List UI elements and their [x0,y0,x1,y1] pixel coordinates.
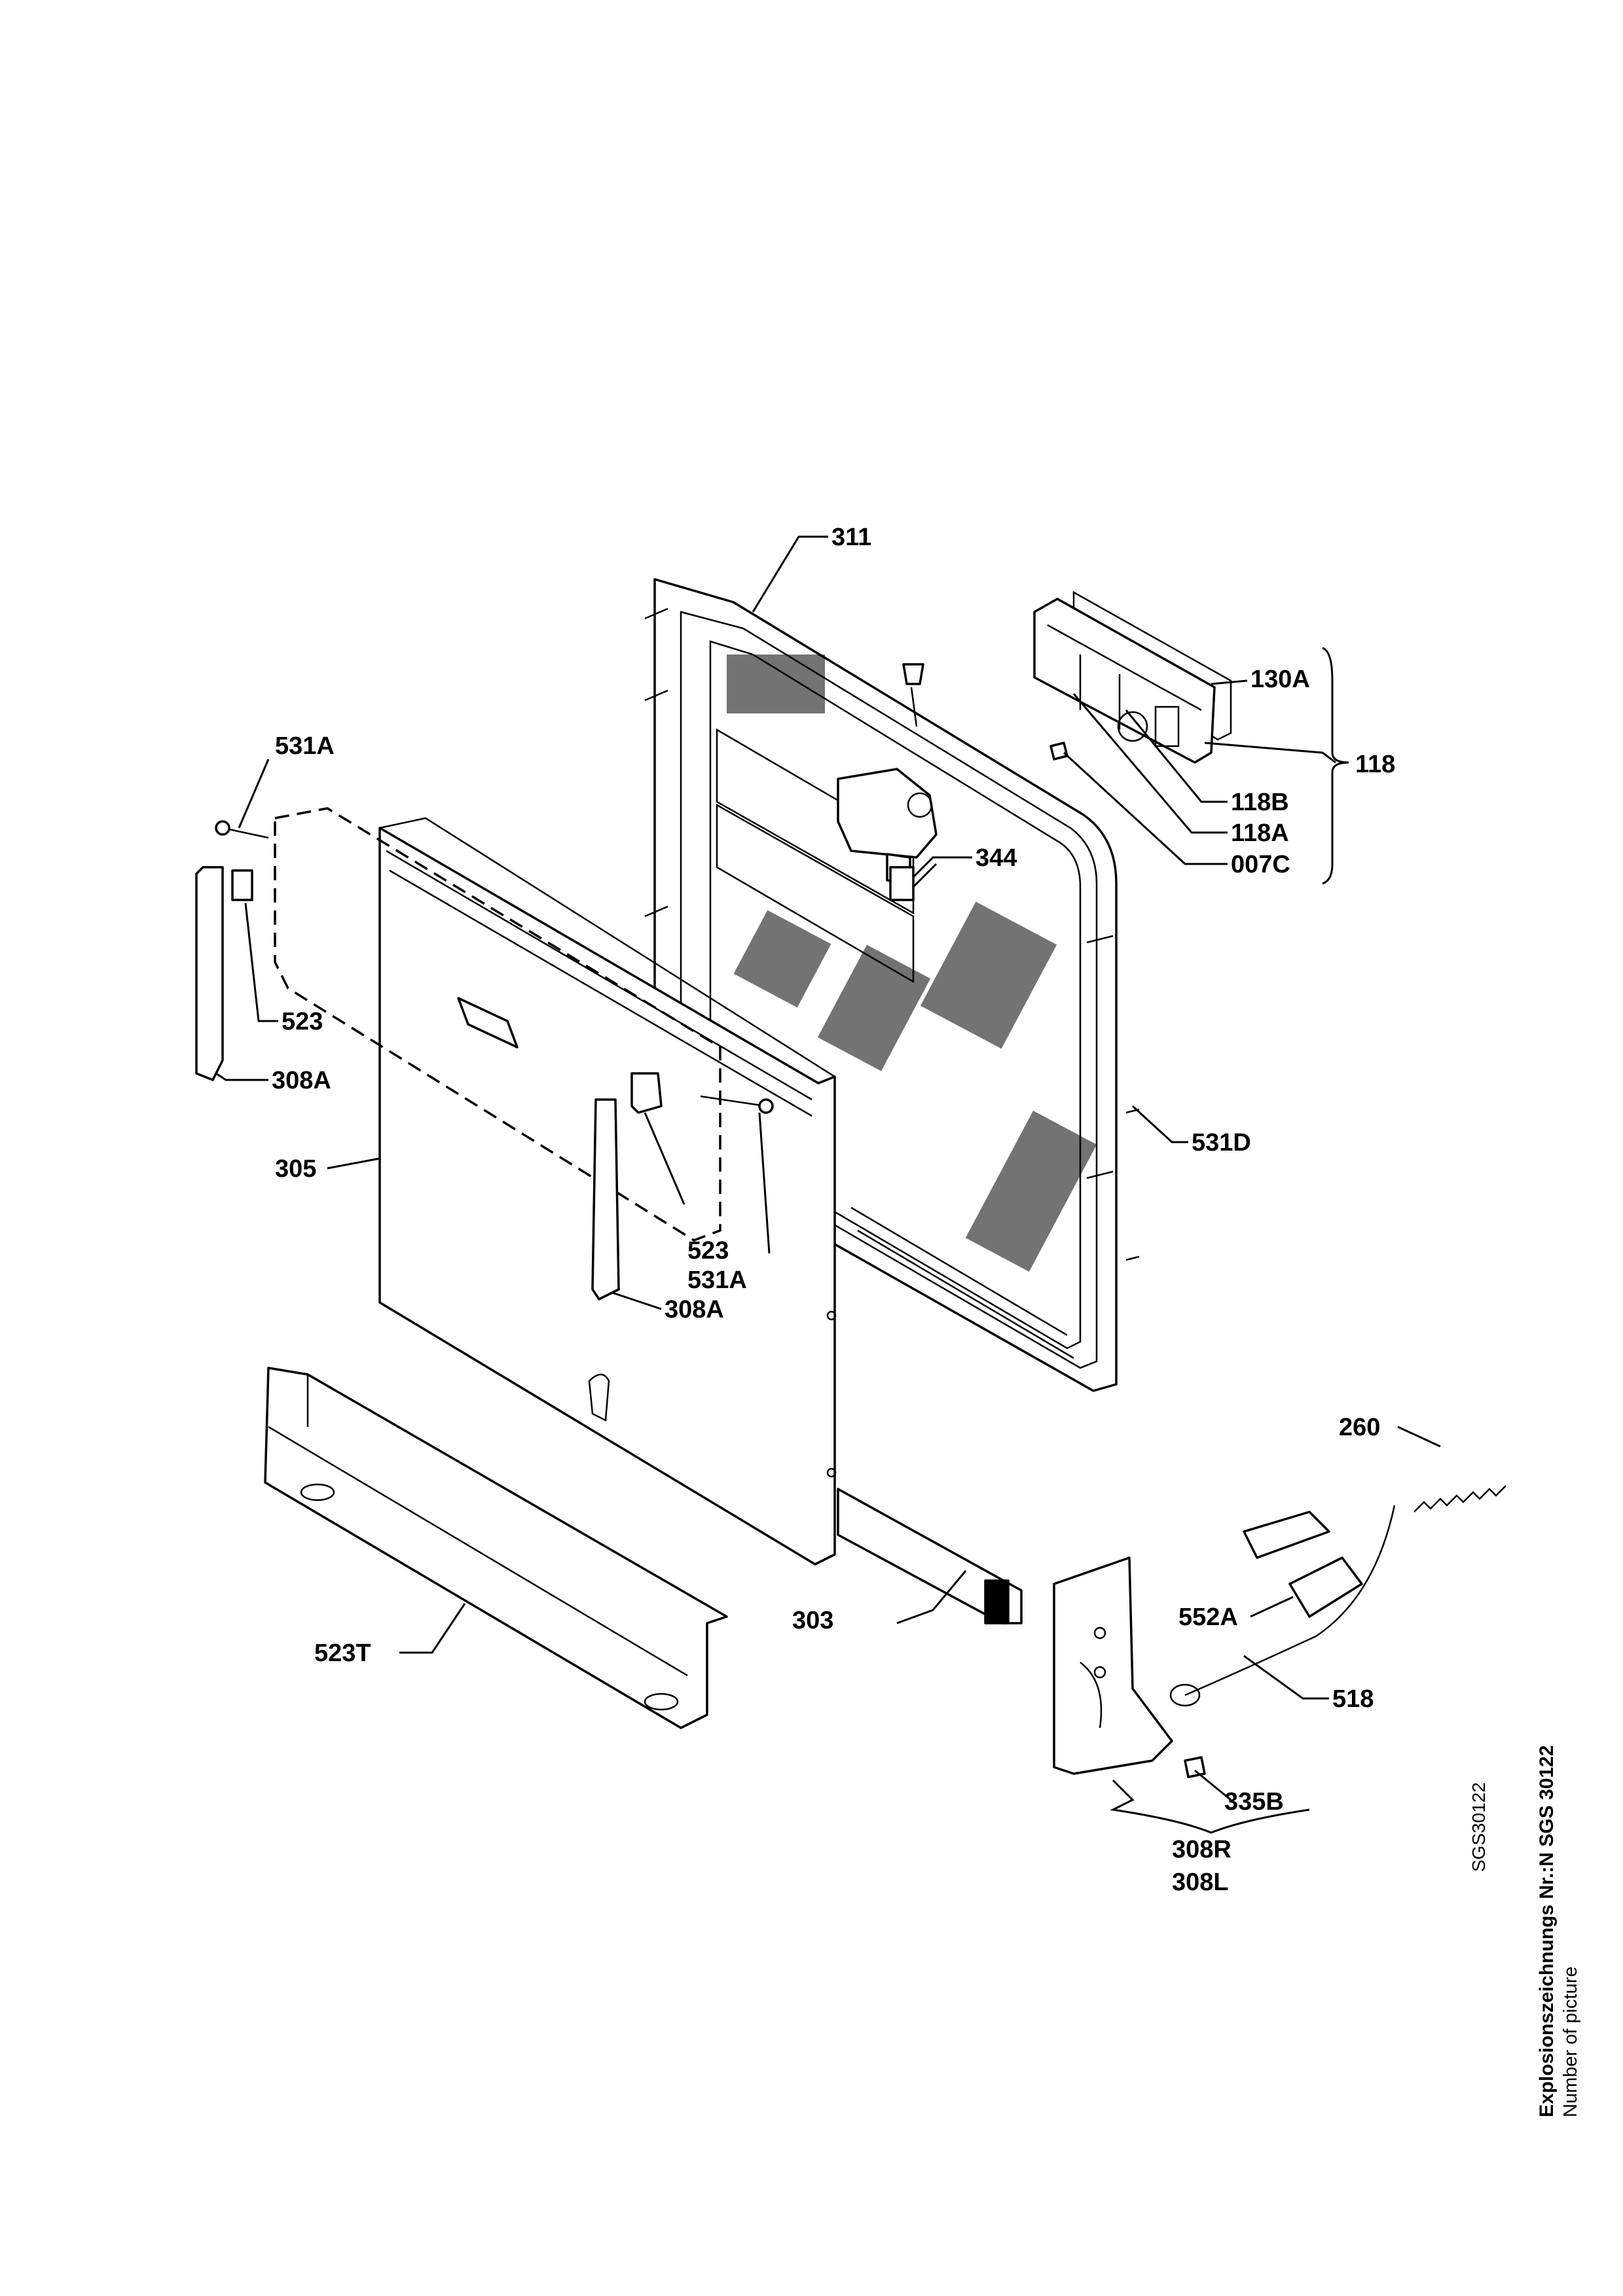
label-118B: 118B [1231,789,1289,816]
label-523-left: 523 [282,1008,323,1035]
screws-531A [215,820,1140,1261]
door-lock-344 [837,663,938,901]
leader-lines [215,535,1441,1834]
speckle-texture [727,655,1097,1272]
cable-518 [1169,1505,1396,1707]
side-notes: SGS30122 Explosionszeichnungs Nr.:N SGS … [1468,1745,1581,2117]
label-118A: 118A [1231,819,1289,847]
label-308L: 308L [1172,1869,1229,1896]
label-531A-top: 531A [275,732,335,760]
label-518: 518 [1332,1685,1374,1713]
plinth-bracket-523T [264,1367,728,1729]
label-305: 305 [275,1155,316,1183]
hinge-cam-552A [1243,1511,1363,1618]
label-311: 311 [831,524,871,551]
label-523-mid: 523 [687,1237,729,1265]
mounting-outline [274,807,721,1242]
spring-260 [1413,1485,1506,1513]
hinge-assembly-308R-308L [1053,1556,1173,1775]
label-531D: 531D [1192,1129,1251,1157]
label-335B: 335B [1224,1788,1284,1816]
label-523T: 523T [314,1640,371,1667]
number-of-picture-caption: Number of picture [1560,1967,1581,2118]
drawing-code: SGS30122 [1468,1782,1489,1872]
drawing-number: Explosionszeichnungs Nr.:N SGS 30122 [1536,1745,1558,2117]
rail-308A-mid [591,1072,663,1300]
bar-303 [837,1488,1023,1624]
label-308A-mid: 308A [665,1296,724,1323]
label-303: 303 [792,1607,833,1634]
label-344: 344 [976,844,1017,872]
label-007C: 007C [1231,851,1290,878]
callout-labels: 311 130A 118 118B 118A 007C 344 531A 523… [272,524,1395,1896]
label-308A-left: 308A [272,1067,331,1094]
label-118: 118 [1355,751,1395,778]
rail-308A-left [195,866,253,1081]
nut-335B [1184,1756,1206,1778]
label-552A: 552A [1178,1604,1238,1631]
label-531A-mid: 531A [687,1266,747,1294]
label-260: 260 [1339,1414,1380,1441]
label-130A: 130A [1250,666,1310,693]
detergent-dispenser-118 [1033,590,1232,764]
label-308R: 308R [1172,1836,1231,1863]
